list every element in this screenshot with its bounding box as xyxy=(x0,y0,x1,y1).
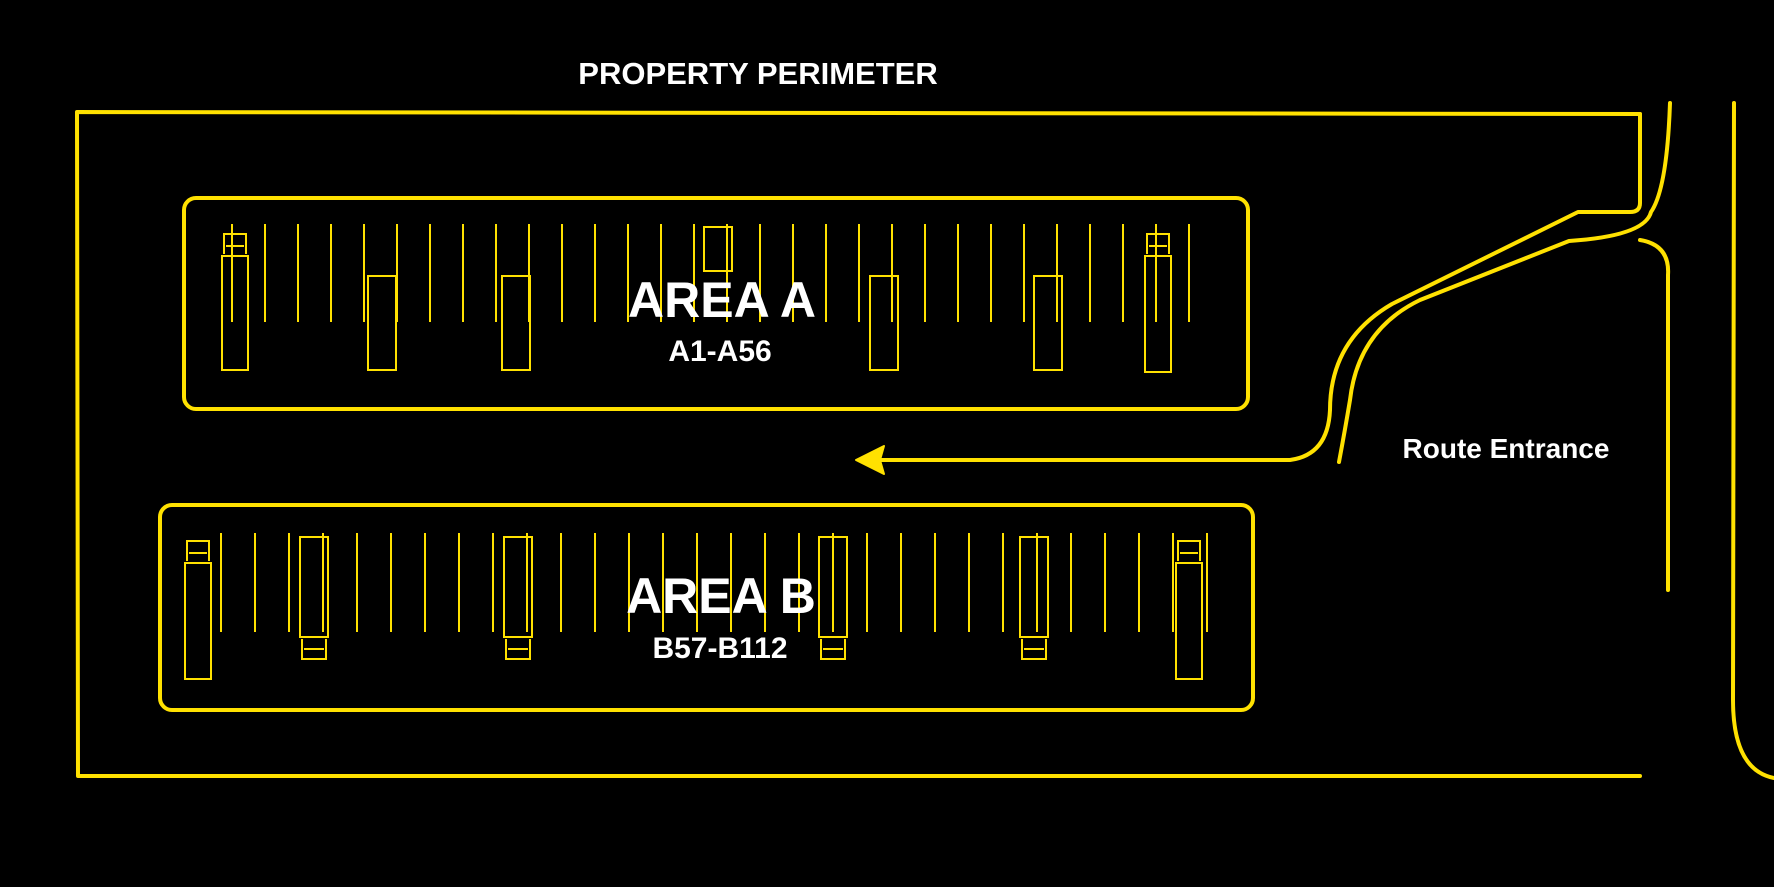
area-a-boundary xyxy=(182,196,1250,411)
area-a-range: A1-A56 xyxy=(668,335,771,368)
entrance-road xyxy=(875,101,1774,780)
truck-icon xyxy=(1175,540,1203,680)
truck-icon xyxy=(221,233,249,371)
truck-icon xyxy=(501,275,531,371)
truck-icon xyxy=(299,536,329,660)
truck-icon xyxy=(503,536,533,660)
truck-icon xyxy=(367,275,397,371)
truck-icon xyxy=(1019,536,1049,660)
area-a-title: AREA A xyxy=(628,272,816,328)
truck-icon xyxy=(869,275,899,371)
area-b-title: AREA B xyxy=(626,568,816,624)
direction-arrow-icon xyxy=(855,445,885,475)
area-b-range: B57-B112 xyxy=(652,632,787,665)
truck-icon xyxy=(818,536,848,660)
property-perimeter-boundary xyxy=(75,110,1642,778)
truck-icon xyxy=(703,226,733,272)
area-a-stall-lines xyxy=(231,224,1190,322)
area-b-stall-lines xyxy=(220,533,1208,632)
parking-area-a: AREA A A1-A56 xyxy=(182,196,1250,411)
perimeter-label: PROPERTY PERIMETER xyxy=(578,56,937,91)
area-b-vehicles xyxy=(184,536,1203,680)
truck-icon xyxy=(1033,275,1063,371)
truck-icon xyxy=(1144,233,1172,373)
parking-area-b: AREA B B57-B112 xyxy=(158,503,1255,712)
truck-icon xyxy=(184,540,212,680)
area-a-vehicles xyxy=(221,226,1172,373)
route-entrance-label: Route Entrance xyxy=(1403,433,1610,464)
area-b-boundary xyxy=(158,503,1255,712)
